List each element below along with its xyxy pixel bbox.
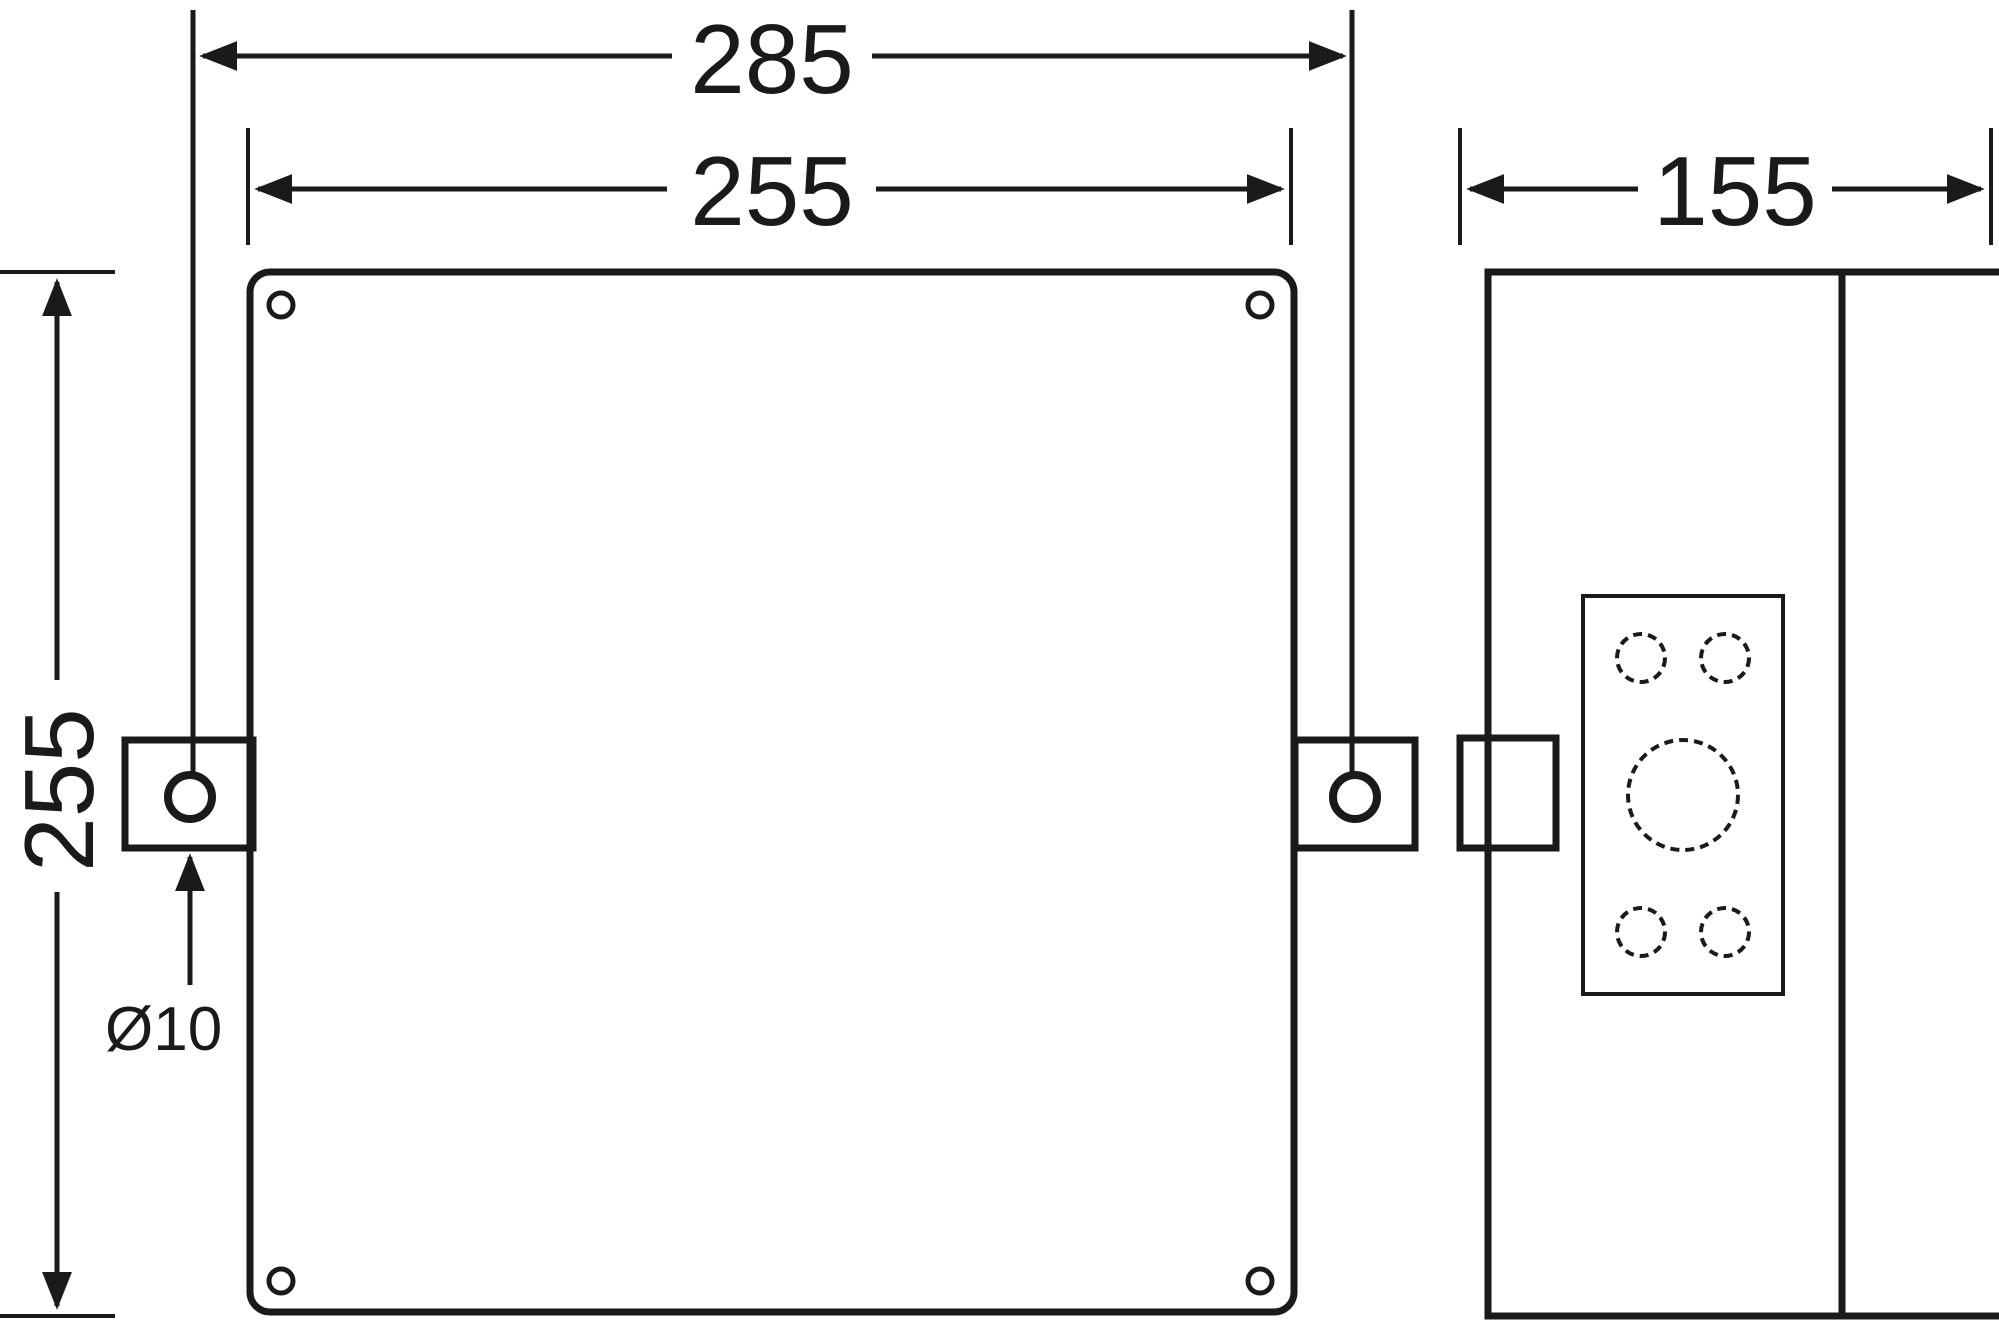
screw-top-right-icon: [1245, 290, 1275, 320]
cable-entry-plate: [1581, 594, 1785, 996]
mounting-lug-left: [121, 736, 257, 852]
enclosure-body: [246, 268, 1298, 1316]
front-view: [121, 268, 1419, 1316]
knockouts: [1615, 632, 1751, 958]
knockout-large-icon: [1626, 738, 1740, 852]
dim-label-overall-width: 285: [690, 4, 854, 114]
knockout-small-icon: [1699, 632, 1751, 684]
screw-bottom-right-icon: [1245, 1266, 1275, 1296]
mounting-hole-left-icon: [164, 771, 216, 823]
dim-label-mount-hole: Ø10: [105, 995, 222, 1064]
mounting-hole-right-icon: [1329, 771, 1381, 823]
dimension-labels: 285 255 155 255 Ø10: [4, 4, 1817, 1064]
dim-label-height: 255: [4, 708, 114, 872]
screw-bottom-left-icon: [266, 1266, 296, 1296]
dimension-lines: [0, 10, 1993, 1318]
dim-label-depth: 155: [1653, 136, 1817, 246]
screw-top-left-icon: [266, 290, 296, 320]
dim-label-body-width: 255: [690, 136, 854, 246]
knockout-small-icon: [1615, 632, 1667, 684]
side-body: [1484, 268, 1999, 1320]
knockout-small-icon: [1699, 906, 1751, 958]
mounting-lug-right: [1291, 736, 1419, 852]
side-view: [1456, 268, 1999, 1320]
side-lug: [1456, 734, 1560, 852]
knockout-small-icon: [1615, 906, 1667, 958]
corner-screws: [266, 290, 1275, 1296]
